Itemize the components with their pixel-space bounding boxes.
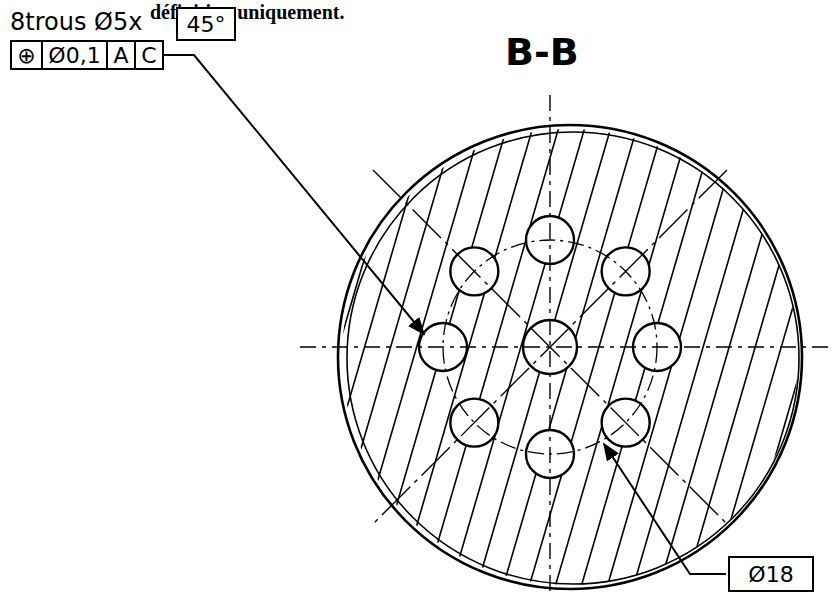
hatch-line (270, 6, 438, 582)
node-text: C (141, 43, 156, 68)
node-text: 45° (187, 12, 226, 37)
hatch-line (390, 41, 558, 597)
center-line (373, 170, 727, 524)
inner-contour (347, 132, 799, 584)
hatch-line (342, 27, 510, 597)
leader-line (604, 444, 726, 574)
tolerance-symbol-cell: ⊕ (10, 40, 43, 70)
basic-dimension-box: 45° (176, 7, 236, 41)
hatch-line (294, 13, 462, 589)
node-text: Ø18 (748, 562, 793, 587)
outer-contour (338, 125, 802, 589)
node-text: Ø0,1 (48, 43, 100, 68)
tolerance-value-cell: Ø0,1 (41, 40, 108, 70)
dimension-box: Ø18 (728, 556, 814, 592)
center-line (300, 346, 830, 347)
hatch-line (366, 34, 534, 597)
node-text: A (113, 43, 128, 68)
hole-callout: 8trous Ø5x (10, 8, 142, 36)
hatch-line (606, 104, 774, 597)
hatch-line (438, 55, 606, 597)
node-text: ⊕ (17, 43, 35, 68)
section-title: B-B (505, 30, 579, 74)
leader-line (164, 55, 424, 334)
datum-cell: A (106, 40, 136, 70)
center-line (373, 170, 727, 524)
section-hatching (246, 0, 833, 597)
datum-cell: C (134, 40, 164, 70)
